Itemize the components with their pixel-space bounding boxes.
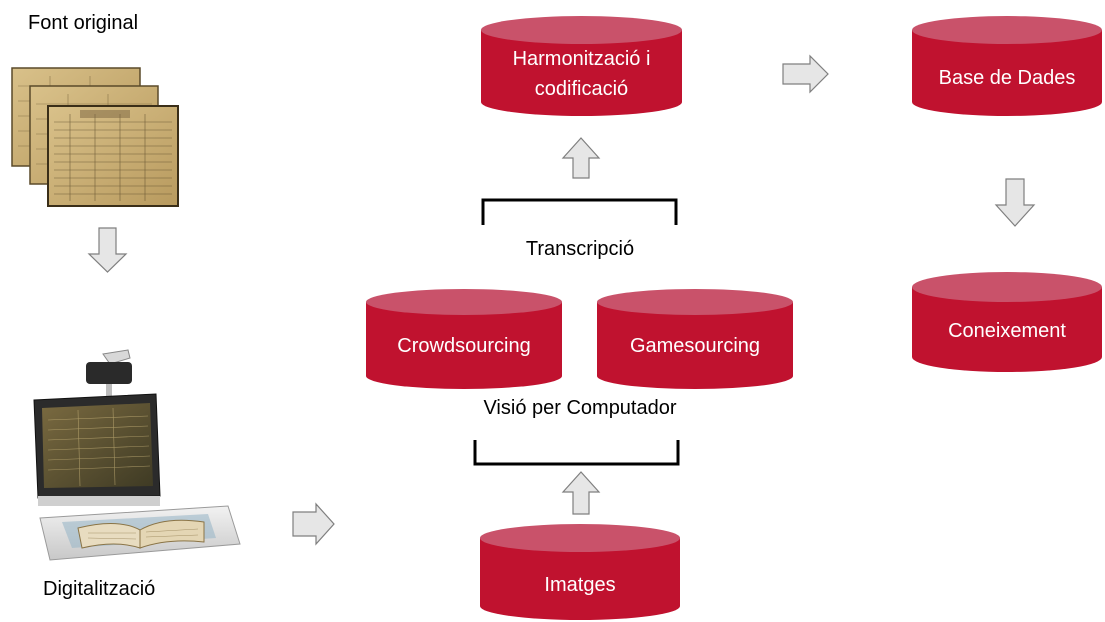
digitalitzacio-label: Digitalització [43,578,156,600]
coneixement-text: Coneixement [948,320,1066,342]
source-documents-image [10,66,185,208]
coneixement-cylinder: Coneixement [912,272,1102,372]
visio-label: Visió per Computador [483,397,677,419]
transcripcio-bracket [481,198,678,225]
transcripcio-label: Transcripció [525,238,635,260]
arrow-up-2 [561,137,601,179]
harmonitzacio-cylinder-shape [481,16,682,117]
digitization-device-image [28,348,243,573]
crowdsourcing-cylinder: Crowdsourcing [366,289,562,389]
arrow-up-1 [561,471,601,515]
gamesourcing-cylinder-shape [597,289,793,389]
base-dades-cylinder-shape [912,16,1102,116]
imatges-cylinder: Imatges [480,524,680,620]
arrow-right-2 [782,54,829,94]
arrow-right-1 [292,502,335,546]
gamesourcing-cylinder: Gamesourcing [597,289,793,389]
gamesourcing-text: Gamesourcing [629,335,761,357]
visio-bracket [473,440,680,466]
font-original-label: Font original [28,12,139,34]
harmonitzacio-cylinder: Harmonització i codificació [481,16,682,117]
base-dades-cylinder: Base de Dades [912,16,1102,116]
base-dades-text: Base de Dades [938,67,1076,89]
arrow-down-1 [87,227,128,273]
imatges-cylinder-shape [480,524,680,620]
crowdsourcing-text: Crowdsourcing [397,335,531,357]
coneixement-cylinder-shape [912,272,1102,372]
arrow-down-2 [994,178,1036,227]
imatges-text: Imatges [544,574,616,596]
crowdsourcing-cylinder-shape [366,289,562,389]
harmonitzacio-text: Harmonització i codificació [512,48,651,100]
